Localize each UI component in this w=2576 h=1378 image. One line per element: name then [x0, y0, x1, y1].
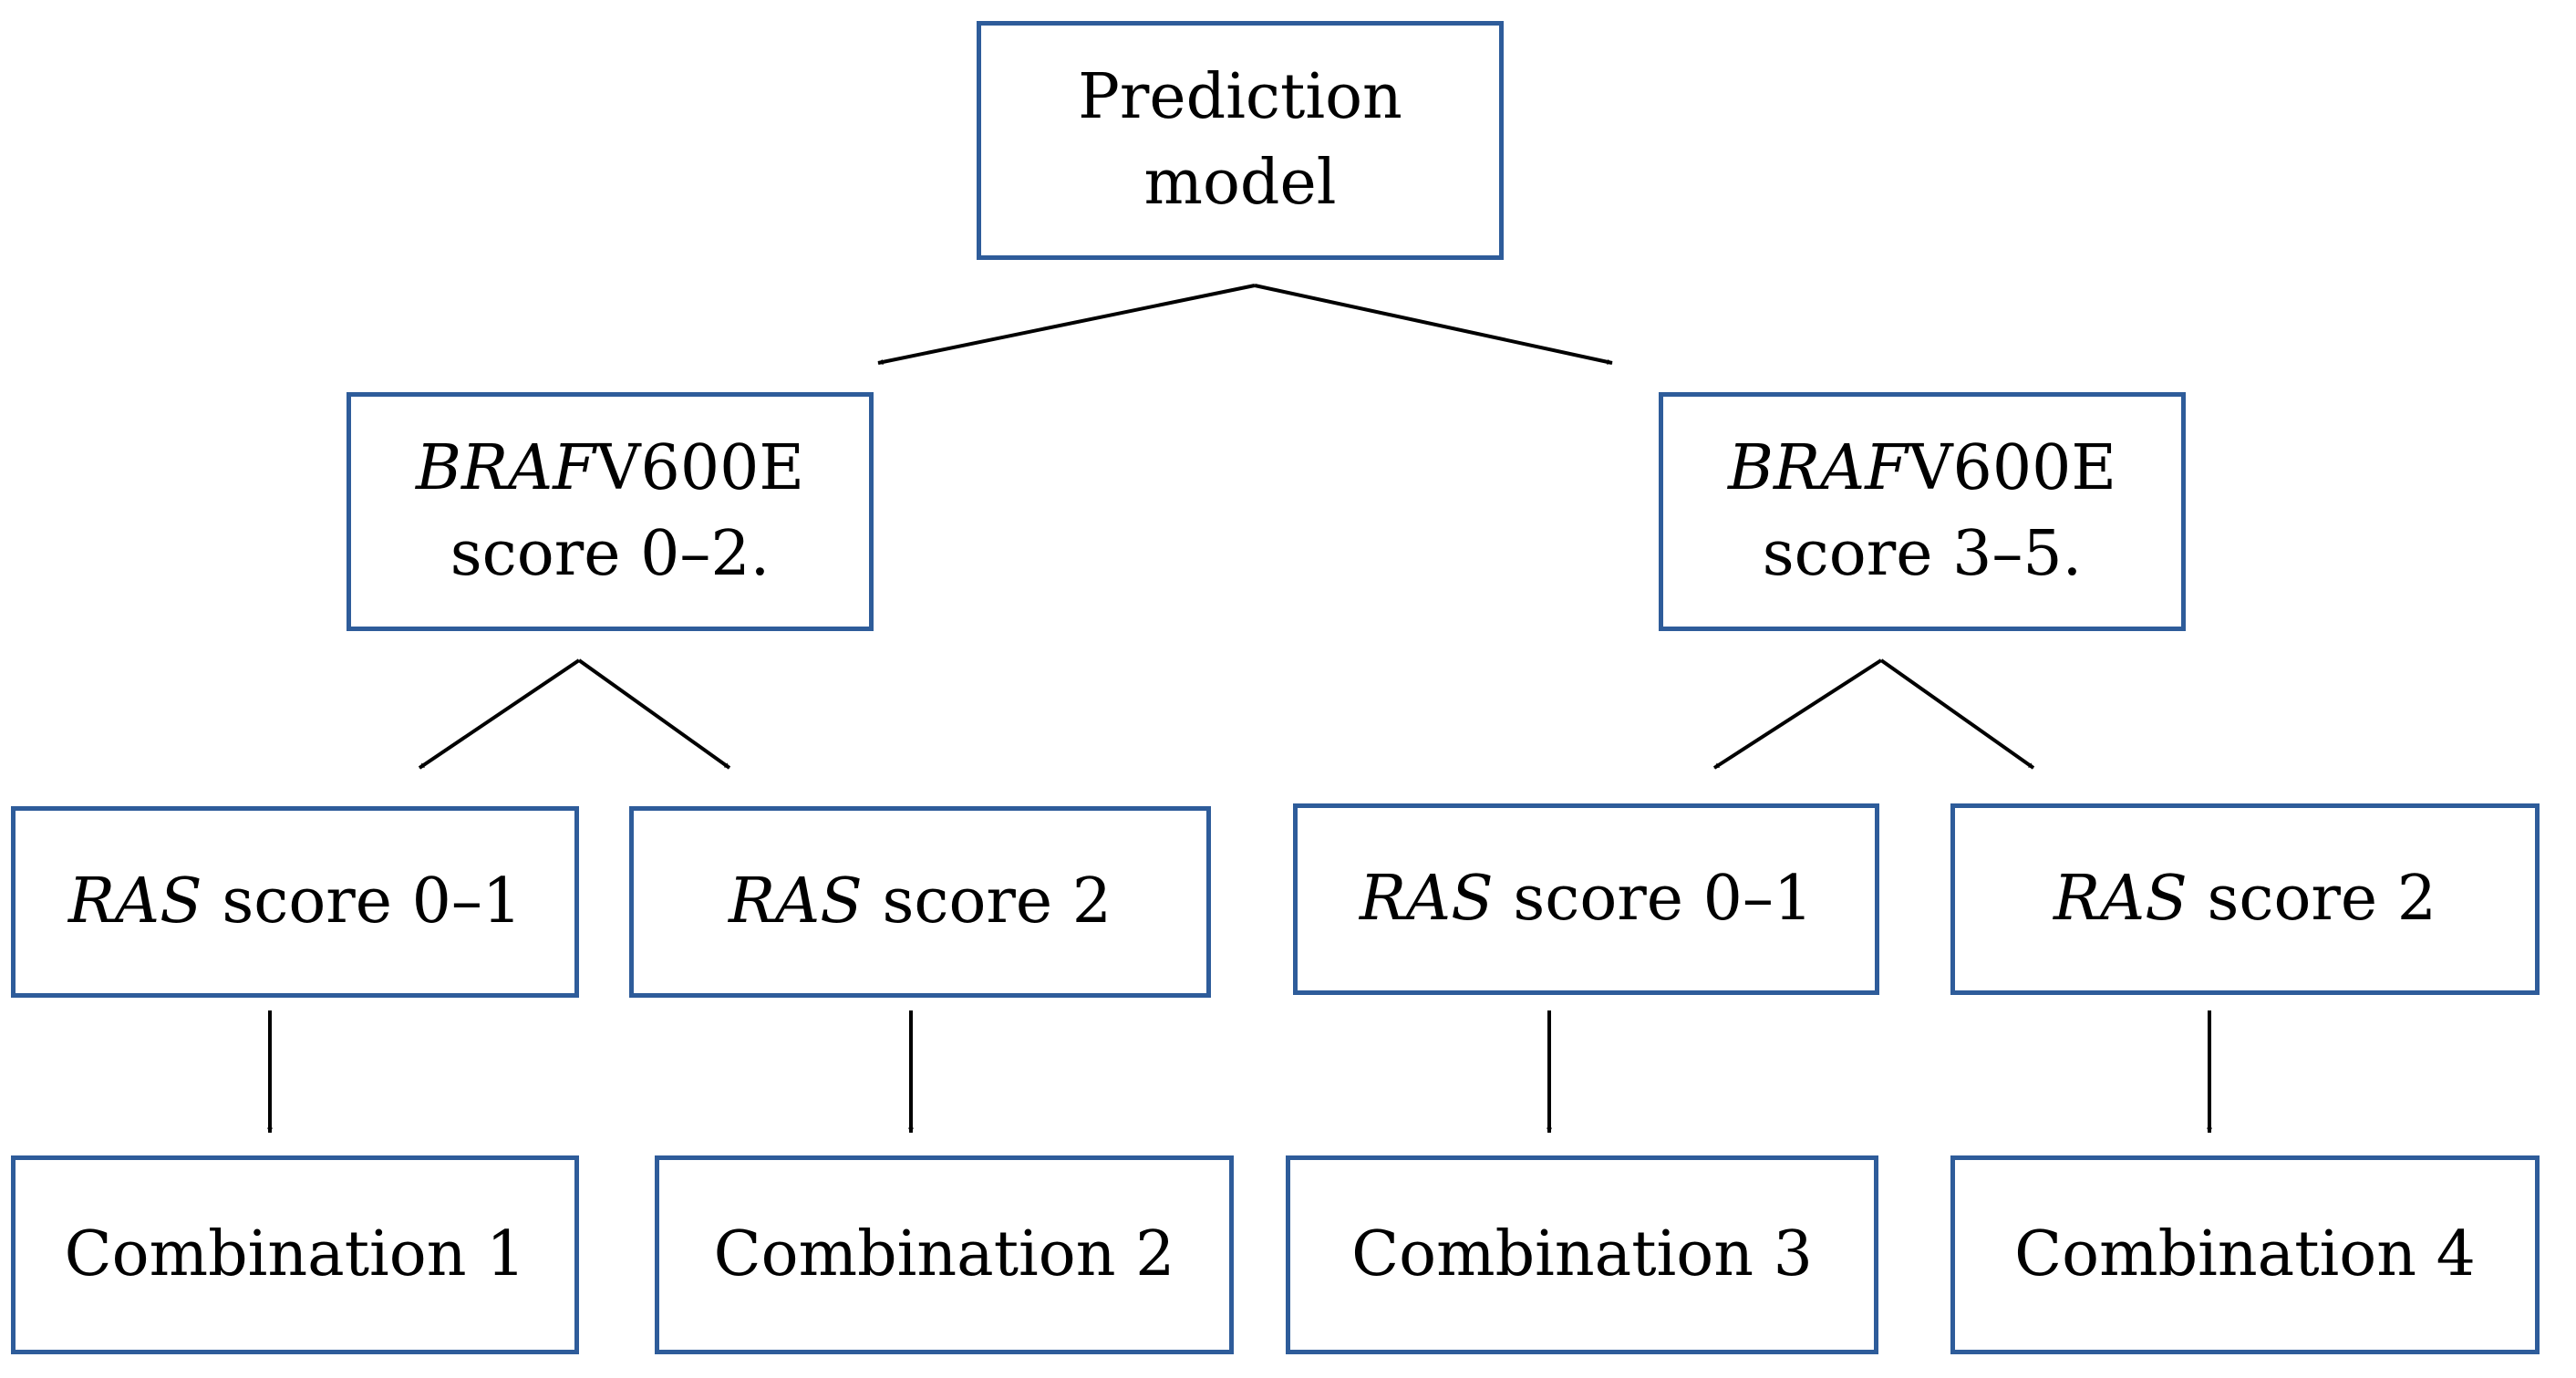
ras-label: RAS score 2 — [2054, 856, 2436, 942]
arrow-right-to-ras-3 — [1712, 658, 1883, 770]
combination-node-2: Combination 2 — [655, 1155, 1234, 1354]
braf-high-score-label: score 3–5. — [1762, 518, 2083, 590]
ras-node-4: RAS score 2 — [1950, 803, 2540, 995]
arrow-left-to-ras-1 — [418, 658, 581, 770]
arrow-root-to-right — [1254, 284, 1613, 365]
combination-label: Combination 1 — [64, 1218, 526, 1291]
ras-node-2: RAS score 2 — [629, 806, 1211, 998]
braf-low-gene-line: BRAFV600E — [416, 426, 804, 512]
arrow-left-to-ras-2 — [577, 658, 731, 770]
ras-label: RAS score 0–1 — [1360, 856, 1813, 942]
arrow-root-to-left — [877, 284, 1256, 365]
ras-label: RAS score 2 — [729, 859, 1112, 945]
combination-label: Combination 3 — [1351, 1218, 1813, 1291]
ras-node-1: RAS score 0–1 — [11, 806, 579, 998]
combination-node-4: Combination 4 — [1950, 1155, 2540, 1354]
ras-gene-name: RAS — [1359, 863, 1494, 936]
root-label-line-2: model — [1143, 147, 1337, 219]
root-label-line-1: Prediction — [1078, 61, 1402, 134]
ras-gene-name: RAS — [728, 865, 863, 938]
ras-gene-name: RAS — [67, 865, 202, 938]
combination-node-1: Combination 1 — [11, 1155, 579, 1354]
ras-score: score 2 — [2187, 863, 2437, 936]
braf-high-score-node: BRAFV600E score 3–5. — [1659, 392, 2186, 631]
braf-mutation: V600E — [595, 432, 804, 505]
ras-score: score 0–1 — [202, 865, 522, 938]
braf-gene-name: BRAF — [415, 432, 596, 505]
combination-label: Combination 4 — [2014, 1218, 2476, 1291]
ras-node-3: RAS score 0–1 — [1293, 803, 1879, 995]
ras-gene-name: RAS — [2053, 863, 2188, 936]
combination-node-3: Combination 3 — [1286, 1155, 1878, 1354]
braf-mutation: V600E — [1908, 432, 2116, 505]
combination-label: Combination 2 — [713, 1218, 1175, 1291]
prediction-model-node: Prediction model — [977, 21, 1504, 260]
braf-gene-name: BRAF — [1727, 432, 1909, 505]
ras-label: RAS score 0–1 — [68, 859, 522, 945]
braf-low-score-node: BRAFV600E score 0–2. — [347, 392, 874, 631]
ras-score: score 0–1 — [1493, 863, 1814, 936]
ras-score: score 2 — [862, 865, 1112, 938]
braf-low-score-label: score 0–2. — [450, 518, 771, 590]
braf-high-gene-line: BRAFV600E — [1728, 426, 2116, 512]
arrow-right-to-ras-4 — [1879, 658, 2035, 770]
